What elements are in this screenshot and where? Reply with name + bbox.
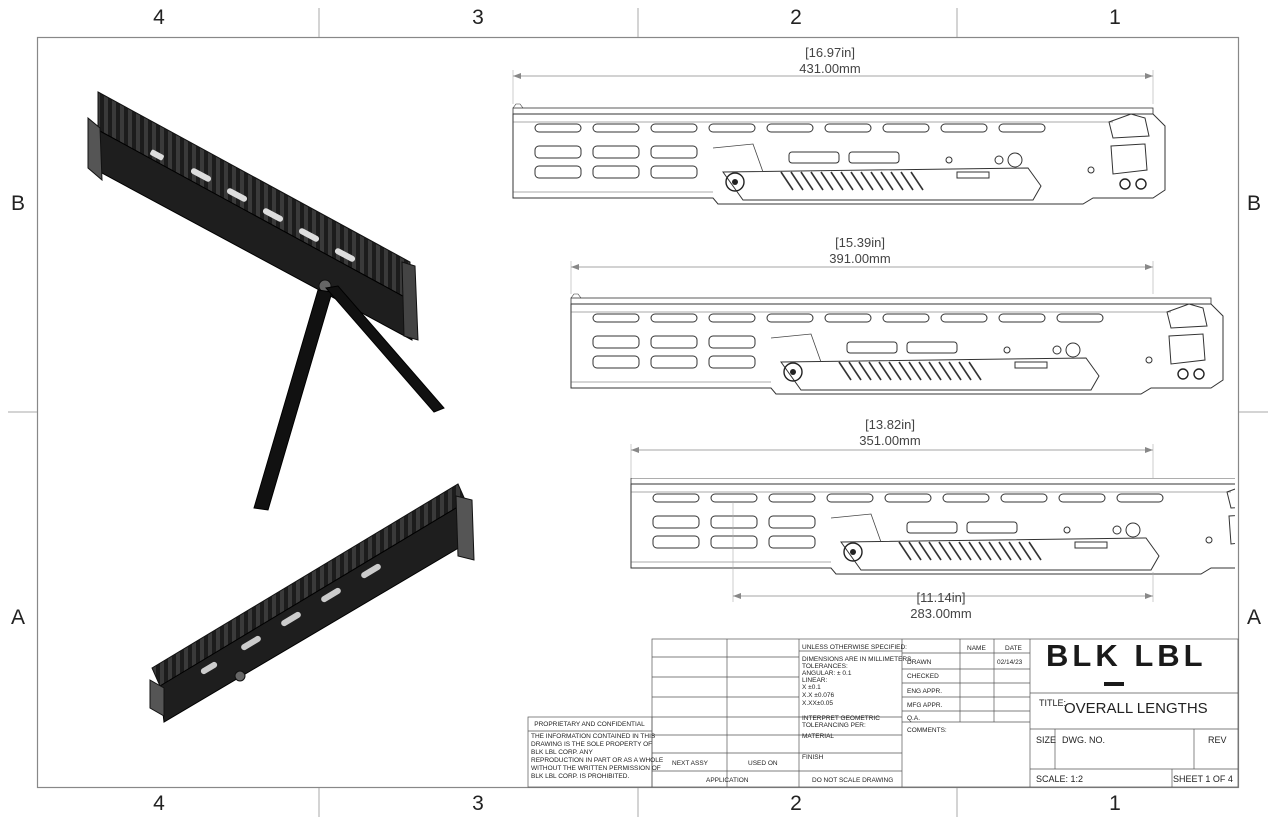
logo-underbar	[1104, 682, 1124, 686]
tolerance-line-2: TOLERANCES:	[802, 663, 848, 670]
dim-overall-351-mm: 351.00mm	[859, 433, 921, 448]
material-label: MATERIAL	[802, 733, 835, 740]
side-view-351mm	[630, 444, 1154, 478]
zone-row-b-left: B	[10, 192, 25, 215]
checked-label: CHECKED	[907, 673, 939, 680]
isometric-views	[87, 91, 475, 723]
proprietary-line-4: REPRODUCTION IN PART OR AS A WHOLE	[531, 757, 664, 764]
date-header: DATE	[1005, 645, 1022, 652]
dim-overall-391-mm: 391.00mm	[829, 251, 891, 266]
dim-overall-431-mm: 431.00mm	[799, 61, 861, 76]
interpret-line-2: TOLERANCING PER:	[802, 722, 866, 729]
sheet-label: SHEET 1 OF 4	[1173, 774, 1233, 784]
proprietary-line-6: BLK LBL CORP. IS PROHIBITED.	[531, 773, 630, 780]
zone-col-1-top: 1	[1109, 6, 1121, 29]
zone-col-2-bottom: 2	[790, 792, 802, 815]
side-views	[512, 70, 1224, 478]
drawn-date: 02/14/23	[997, 659, 1023, 666]
next-assy-label: NEXT ASSY	[672, 760, 709, 767]
tolerance-line-6: X.X ±0.076	[802, 692, 835, 699]
dwg-no-label: DWG. NO.	[1062, 735, 1105, 745]
finish-label: FINISH	[802, 754, 824, 761]
tolerance-line-5: X ±0.1	[802, 684, 821, 691]
zone-col-2-top: 2	[790, 6, 802, 29]
side-view-391mm	[570, 261, 1224, 395]
zone-col-1-bottom: 1	[1109, 792, 1121, 815]
side-view-351mm-body	[630, 478, 1235, 602]
zone-row-a-right: A	[1246, 606, 1261, 629]
title-label: TITLE:	[1039, 698, 1067, 708]
scale-label: SCALE: 1:2	[1036, 774, 1084, 784]
zone-col-4-bottom: 4	[153, 792, 165, 815]
zone-row-a-left: A	[10, 606, 25, 629]
dim-overall-351-inches: [13.82in]	[865, 417, 915, 432]
do-not-scale-label: DO NOT SCALE DRAWING	[812, 777, 894, 784]
proprietary-title: PROPRIETARY AND CONFIDENTIAL	[534, 721, 645, 728]
tolerance-line-1: DIMENSIONS ARE IN MILLIMETERS	[802, 656, 912, 663]
dim-overall-391-inches: [15.39in]	[835, 235, 885, 250]
eng-appr-label: ENG APPR.	[907, 688, 943, 695]
qa-label: Q.A.	[907, 715, 921, 722]
title-block-grid	[527, 638, 1239, 788]
dim-283-inches: [11.14in]	[916, 590, 966, 605]
size-label: SIZE	[1036, 735, 1057, 745]
proprietary-line-2: DRAWING IS THE SOLE PROPERTY OF	[531, 741, 653, 748]
company-logo: BLK LBL	[1046, 638, 1207, 673]
used-on-label: USED ON	[748, 760, 778, 767]
mfg-appr-label: MFG APPR.	[907, 702, 943, 709]
tolerance-line-7: X.XX±0.05	[802, 700, 834, 707]
zone-row-b-right: B	[1246, 192, 1261, 215]
isometric-view-lower	[149, 483, 475, 723]
rev-label: REV	[1208, 735, 1227, 745]
proprietary-line-5: WITHOUT THE WRITTEN PERMISSION OF	[531, 765, 661, 772]
tolerance-line-3: ANGULAR: ± 0.1	[802, 670, 852, 677]
name-header: NAME	[967, 645, 986, 652]
dim-overall-431-inches: [16.97in]	[805, 45, 855, 60]
tolerance-line-4: LINEAR:	[802, 677, 828, 684]
proprietary-line-3: BLK LBL CORP. ANY	[531, 749, 593, 756]
drawing-title: OVERALL LENGTHS	[1064, 700, 1208, 717]
zone-col-3-top: 3	[472, 6, 484, 29]
isometric-view-upper	[87, 91, 445, 511]
proprietary-line-1: THE INFORMATION CONTAINED IN THIS	[531, 733, 656, 740]
zone-col-3-bottom: 3	[472, 792, 484, 815]
unless-specified-label: UNLESS OTHERWISE SPECIFIED:	[802, 644, 907, 651]
comments-label: COMMENTS:	[907, 727, 947, 734]
drawn-label: DRAWN	[907, 659, 932, 666]
application-label: APPLICATION	[706, 777, 749, 784]
side-view-431mm	[512, 70, 1166, 205]
dim-283-mm: 283.00mm	[910, 606, 972, 621]
interpret-line-1: INTERPRET GEOMETRIC	[802, 715, 880, 722]
zone-col-4-top: 4	[153, 6, 165, 29]
